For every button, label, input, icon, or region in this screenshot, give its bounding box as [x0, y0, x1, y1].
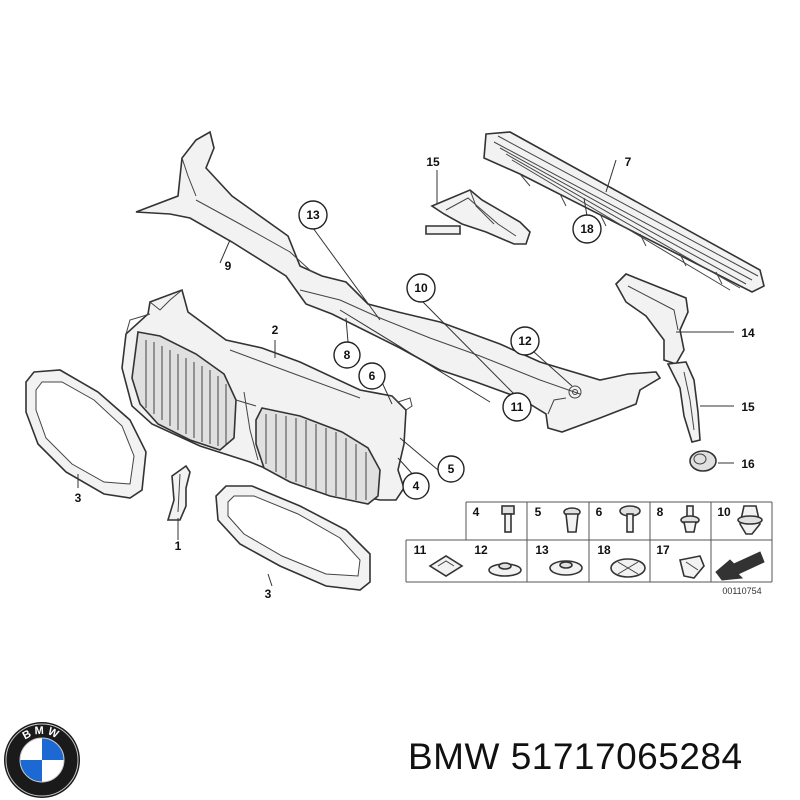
callout-10: 10	[414, 281, 428, 295]
svg-text:BMW: BMW	[21, 725, 64, 743]
fastener-6-icon	[619, 505, 641, 533]
part-trim-ring-left	[25, 369, 147, 499]
table-num-17: 17	[656, 543, 670, 557]
part-trim-ring-right	[215, 485, 371, 591]
callout-2: 2	[272, 323, 279, 337]
callout-14: 14	[741, 326, 755, 340]
fastener-5-icon	[563, 507, 581, 533]
callout-13: 13	[306, 208, 320, 222]
fastener-17-icon	[679, 555, 705, 579]
part-connector-16	[689, 450, 717, 472]
callout-4: 4	[413, 479, 420, 493]
part-side-duct	[615, 273, 701, 443]
table-num-8: 8	[657, 505, 664, 519]
brand-part-label: BMW 51717065284	[408, 736, 743, 777]
fastener-table: 4 5 6 8 10 11 12 13 18 17	[405, 501, 773, 596]
table-num-10: 10	[717, 505, 731, 519]
part-cowl-panel	[135, 130, 662, 433]
callout-3-left: 3	[75, 491, 82, 505]
table-num-11: 11	[414, 543, 427, 557]
fastener-10-icon	[737, 505, 763, 535]
table-num-18: 18	[597, 543, 611, 557]
table-num-4: 4	[473, 505, 480, 519]
direction-arrow-icon	[715, 551, 765, 581]
callouts-plain: 9 2 7 15 14 15 16 3 1 3	[75, 155, 755, 601]
callout-16: 16	[741, 457, 755, 471]
diagram-code: 00110754	[722, 586, 761, 596]
fastener-4-icon	[501, 505, 515, 533]
callout-5: 5	[448, 462, 455, 476]
fastener-11-icon	[428, 555, 464, 577]
callout-1: 1	[175, 539, 182, 553]
callout-7: 7	[625, 155, 632, 169]
callout-11: 11	[511, 400, 524, 414]
table-num-13: 13	[535, 543, 549, 557]
fastener-8-icon	[680, 505, 700, 533]
logo-text: BMW	[21, 725, 61, 743]
fastener-18-icon	[610, 558, 646, 578]
callout-15-side: 15	[741, 400, 755, 414]
callout-12: 12	[518, 334, 532, 348]
fastener-13-icon	[549, 560, 583, 576]
fastener-12-icon	[488, 562, 522, 577]
table-num-12: 12	[474, 543, 488, 557]
part-grille-carrier	[121, 288, 413, 505]
table-num-5: 5	[535, 505, 542, 519]
part-center-bracket	[166, 464, 191, 521]
part-air-duct-upper	[425, 189, 531, 245]
bmw-logo-icon: BMW	[4, 722, 80, 798]
callout-3-right: 3	[265, 587, 272, 601]
callout-18: 18	[580, 222, 594, 236]
table-num-6: 6	[596, 505, 603, 519]
callouts-circled: 13 18 10 12 8 6 11 5 4	[298, 200, 602, 500]
callout-6: 6	[369, 369, 376, 383]
callout-9: 9	[225, 259, 232, 273]
leader-lines	[77, 159, 734, 587]
callout-15-upper: 15	[426, 155, 440, 169]
part-upper-grille	[483, 131, 765, 293]
callout-8: 8	[344, 348, 351, 362]
